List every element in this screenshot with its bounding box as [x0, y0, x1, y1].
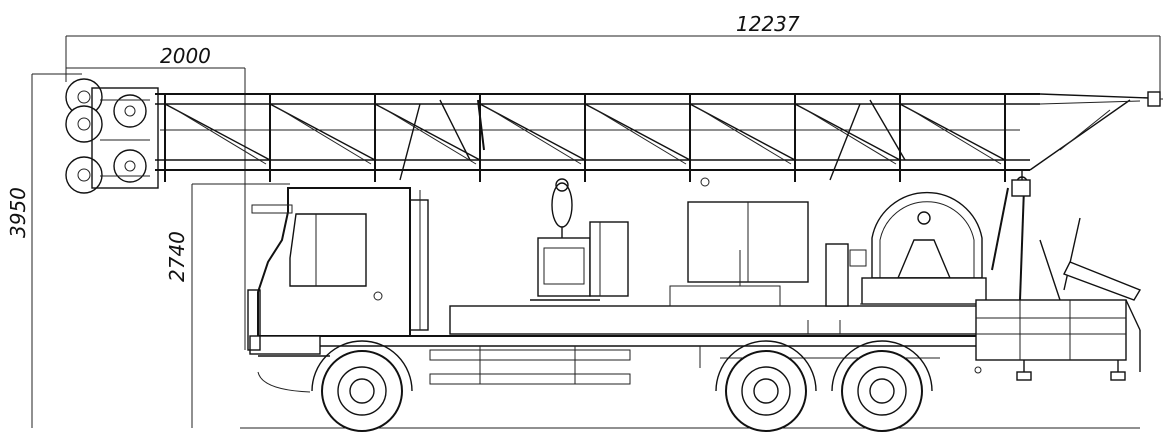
- rear-wheel-2: [831, 340, 933, 432]
- mast-diagonal: [592, 107, 687, 165]
- crown-block: [65, 78, 159, 194]
- cabinet: [687, 201, 809, 283]
- mast-truss: [155, 91, 1163, 190]
- front-wheel: [311, 340, 413, 432]
- drawworks-drum: [860, 191, 990, 305]
- mast-diagonal: [802, 107, 897, 165]
- transport-height-label: 3950: [6, 187, 30, 238]
- mast-diagonal: [907, 107, 1002, 165]
- small-fittings: [669, 243, 867, 334]
- front-overhang-label: 2000: [160, 44, 211, 68]
- mast-diagonal: [277, 107, 372, 165]
- mast-diagonal: [172, 107, 267, 165]
- chassis: [320, 305, 1000, 385]
- overall-length-label: 12237: [736, 12, 800, 36]
- rear-outrigger: [974, 179, 1142, 381]
- boom-rest-height-label: 2740: [165, 231, 189, 282]
- rear-wheel-1: [715, 340, 817, 432]
- truck-cab: [247, 187, 429, 393]
- mast-diagonal: [382, 107, 477, 165]
- dimension-lines: [31, 35, 1161, 429]
- mast-diagonal: [697, 107, 792, 165]
- engine-pump-unit: [530, 178, 629, 301]
- mast-diagonal: [487, 107, 582, 165]
